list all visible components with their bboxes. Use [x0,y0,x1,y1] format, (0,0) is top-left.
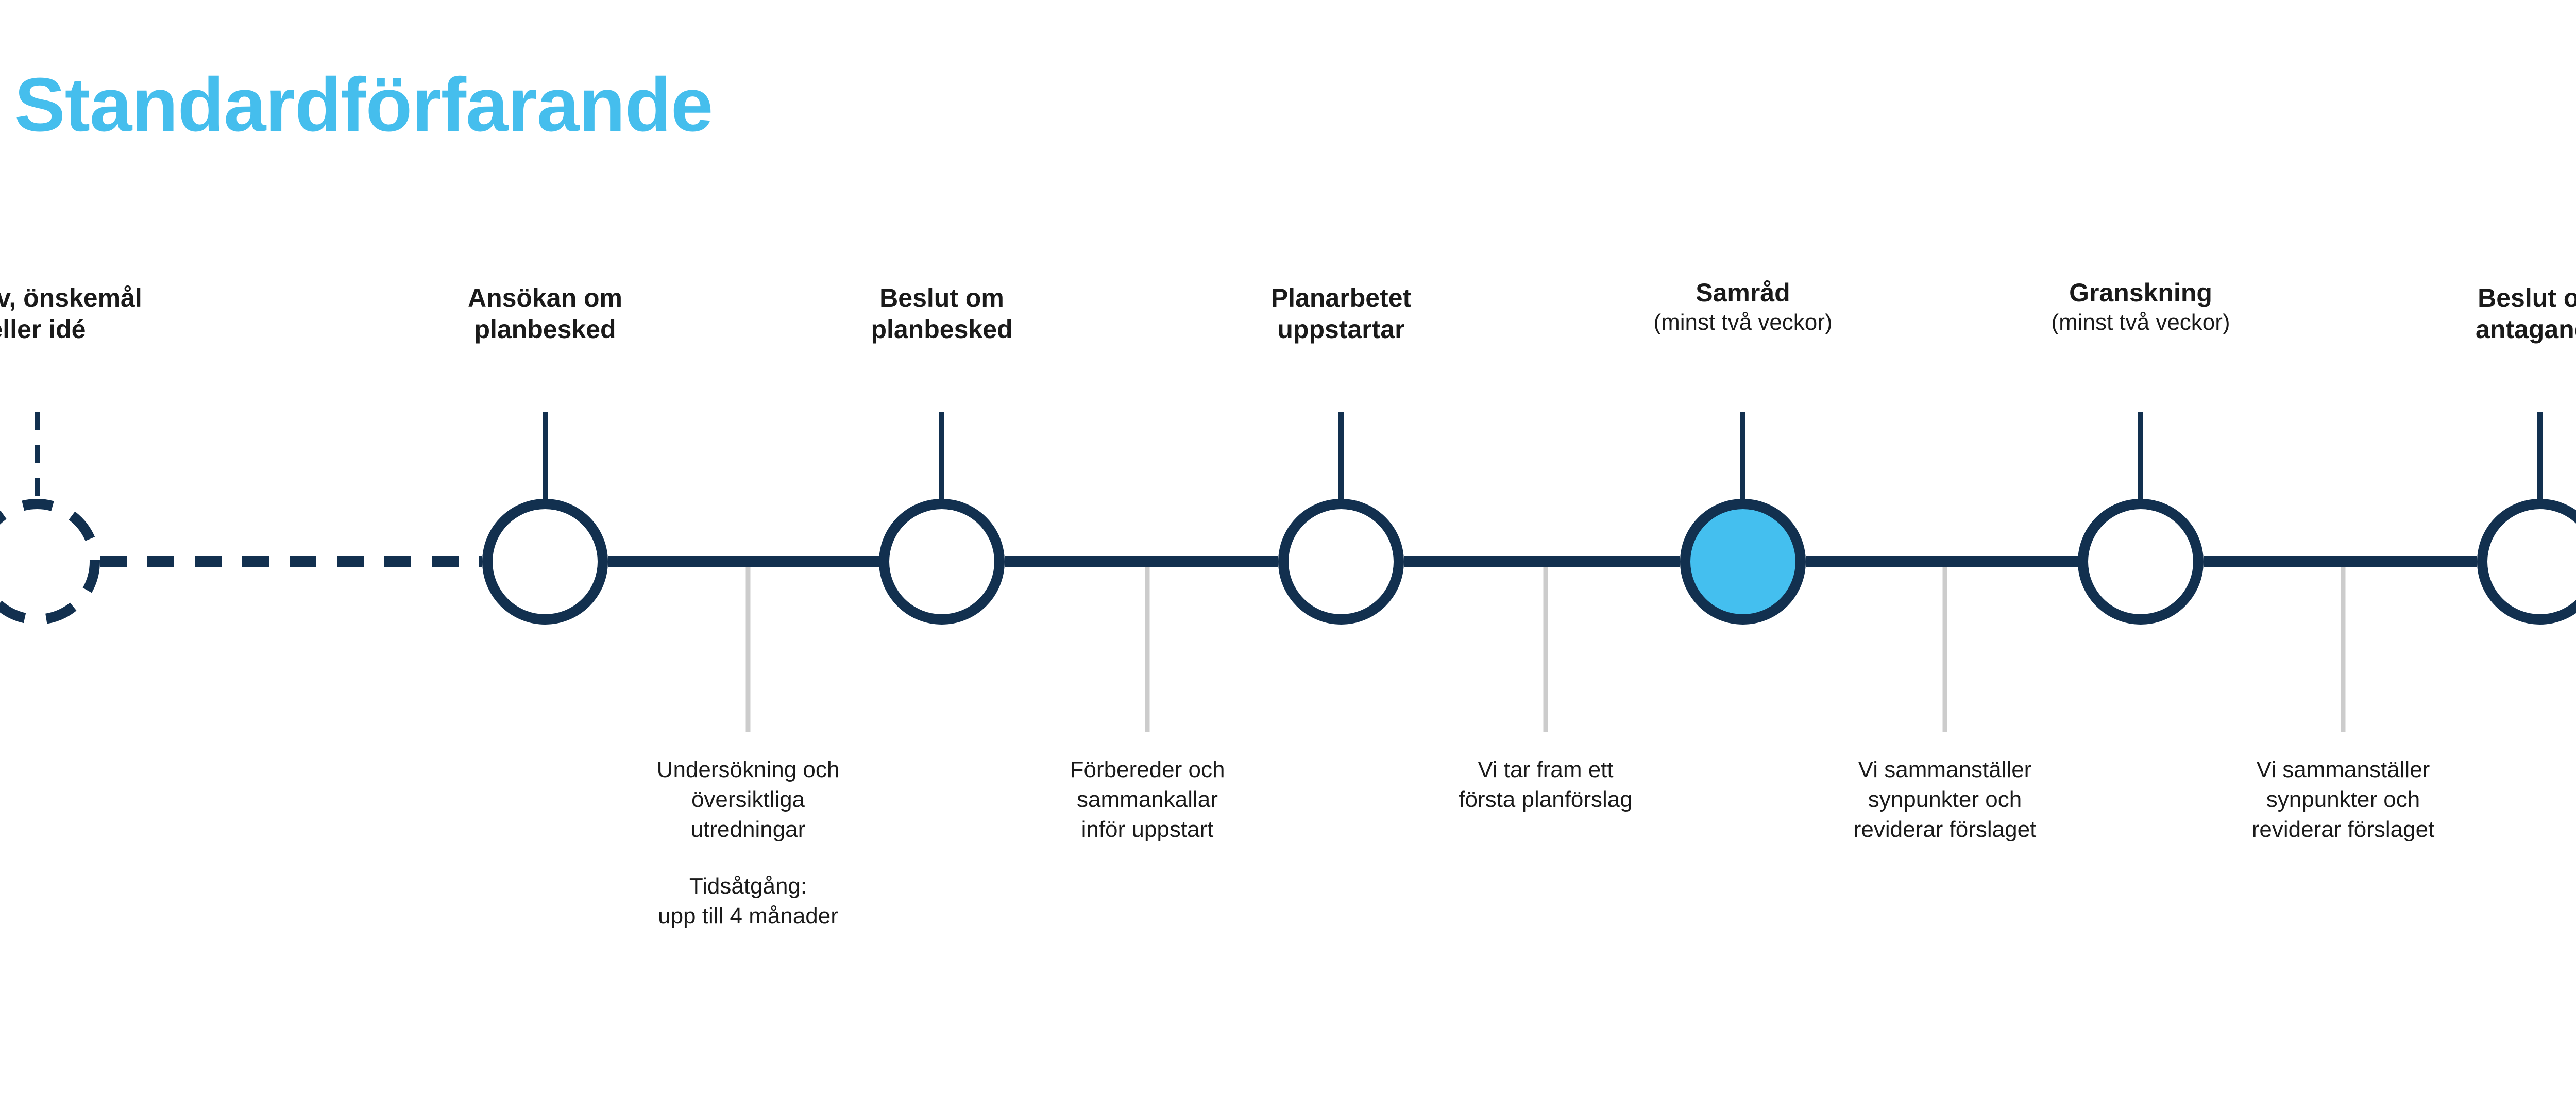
timeline-node-behov[interactable] [0,499,100,625]
node-label-samrad: Samråd (minst två veckor) [1653,277,1832,336]
duration-line: Tidsåtgång: [689,873,807,899]
node-label-subtitle: (minst två veckor) [2051,310,2230,335]
node-label-subtitle: (minst två veckor) [1653,310,1833,335]
node-label-beslut-om-antagande: Beslut om antagande [2476,282,2576,345]
timeline-node-ansokan-om-planbesked[interactable] [482,499,608,625]
timeline-node-planarbetet-uppstartar[interactable] [1278,499,1404,625]
node-label-line: Beslut om [2478,283,2576,312]
description-line: Vi sammanställer [2256,757,2430,782]
node-label-planarbetet-uppstartar: Planarbetet uppstartar [1271,282,1411,345]
node-label-line: antagande [2475,315,2576,344]
node-label-line: Granskning [2069,278,2212,307]
node-label-beslut-om-planbesked: Beslut om planbesked [871,282,1012,345]
node-label-line: Samråd [1696,278,1790,307]
node-label-line: Beslut om [879,283,1004,312]
timeline-node-beslut-om-planbesked[interactable] [879,499,1005,625]
node-label-line: Ansökan om [467,283,623,312]
description-line: synpunkter och [2266,787,2420,813]
description-line: Vi sammanställer [1858,757,2032,782]
description-forbereder: Förbereder och sammankallar inför uppstart [1070,755,1225,845]
node-label-granskning: Granskning (minst två veckor) [2051,277,2230,336]
description-line: första planförslag [1459,787,1633,813]
node-label-behov: Behov, önskemål eller idé [0,282,142,345]
description-line: Undersökning och [656,757,840,782]
description-line: synpunkter och [1868,787,2022,813]
timeline-node-samrad[interactable] [1680,499,1806,625]
timeline-node-granskning[interactable] [2078,499,2204,625]
description-synpunkter-samrad: Vi sammanställer synpunkter och reviderar … [1854,755,2037,845]
node-label-ansokan-om-planbesked: Ansökan om planbesked [468,282,622,345]
node-label-line: eller idé [0,315,86,344]
description-line: Vi tar fram ett [1478,757,1614,782]
description-line: utredningar [690,817,806,843]
description-line: sammankallar [1077,787,1218,813]
page-title: Standardförfarande [14,62,713,147]
description-line: Förbereder och [1070,757,1225,782]
description-line: översiktliga [691,787,805,813]
node-label-line: uppstartar [1277,315,1405,344]
node-label-line: planbesked [871,315,1013,344]
description-forsta-planforslag: Vi tar fram ett första planförslag [1459,755,1633,815]
description-line: reviderar förslaget [2251,817,2435,843]
description-line: inför uppstart [1081,817,1214,843]
node-label-line: planbesked [474,315,616,344]
timeline-node-beslut-om-antagande[interactable] [2477,499,2576,625]
duration-text: Tidsåtgång: upp till 4 månader [657,871,840,931]
description-synpunkter-granskning: Vi sammanställer synpunkter och reviderar … [2252,755,2435,845]
node-label-line: Planarbetet [1270,283,1412,312]
duration-line: upp till 4 månader [658,903,838,929]
node-label-line: Behov, önskemål [0,283,142,312]
description-line: reviderar förslaget [1853,817,2037,843]
